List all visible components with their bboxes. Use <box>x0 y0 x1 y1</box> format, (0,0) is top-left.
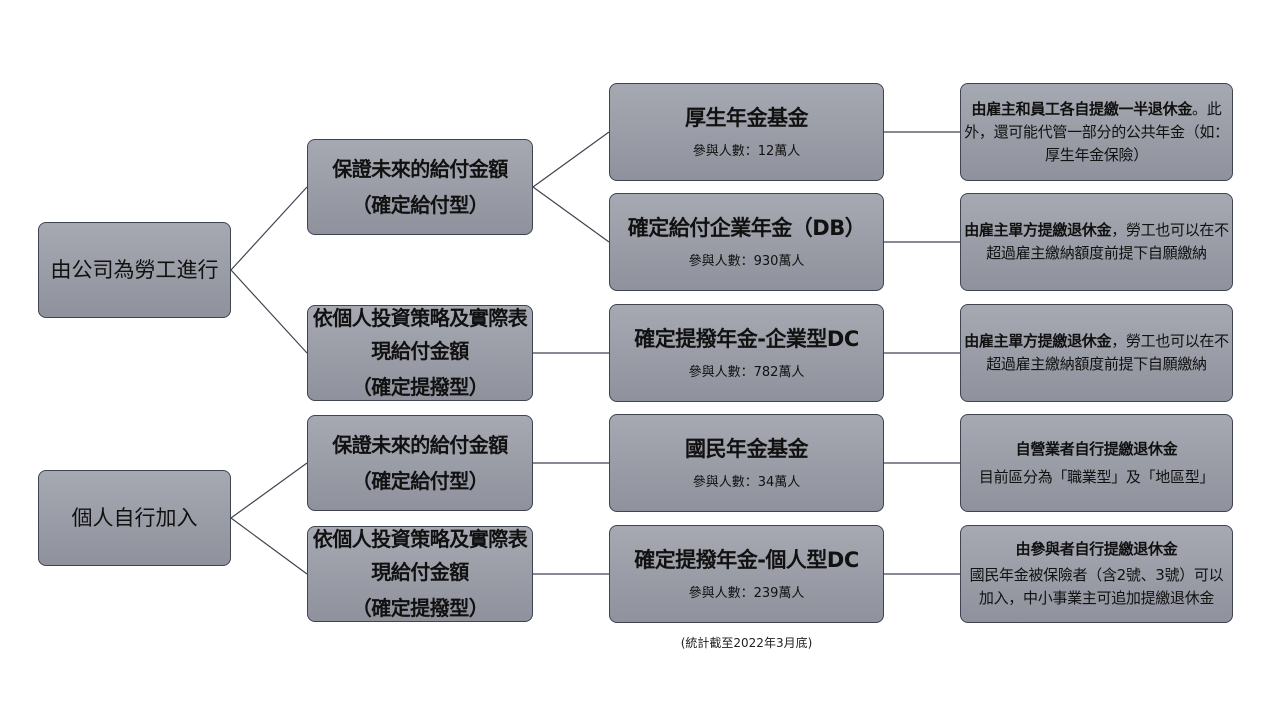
desc-body: ，勞工也可以在不超過雇主繳納額度前提下自願繳納 <box>986 221 1229 262</box>
fund-participants: 參與人數：12萬人 <box>692 143 801 159</box>
fund-node-national-pension: 國民年金基金 參與人數：34萬人 <box>609 414 884 512</box>
branch-node-db-individual: 保證未來的給付金額 （確定給付型） <box>307 415 533 511</box>
fund-title: 國民年金基金 <box>685 436 809 461</box>
desc-node-national-pension: 自營業者自行提繳退休金 目前區分為「職業型」及「地區型」 <box>960 414 1233 512</box>
branch-type: （確定給付型） <box>351 468 489 493</box>
branch-node-dc-company: 依個人投資策略及實際表現給付金額 （確定提撥型） <box>307 305 533 401</box>
desc-head: 由雇主單方提繳退休金 <box>964 332 1112 350</box>
branch-label: 依個人投資策略及實際表現給付金額 <box>312 306 528 363</box>
fund-participants: 參與人數：782萬人 <box>688 364 805 380</box>
branch-label: 保證未來的給付金額 <box>332 432 508 457</box>
connector-root2-branch4 <box>230 517 308 575</box>
fund-node-kosei: 厚生年金基金 參與人數：12萬人 <box>609 83 884 181</box>
branch-node-db-company: 保證未來的給付金額 （確定給付型） <box>307 139 533 235</box>
desc-body: 國民年金被保險者（含2號、3號）可以加入，中小事業主可追加提繳退休金 <box>969 566 1224 607</box>
fund-title: 確定提撥年金-個人型DC <box>634 547 859 572</box>
desc-node-db: 由雇主單方提繳退休金，勞工也可以在不超過雇主繳納額度前提下自願繳納 <box>960 193 1233 291</box>
fund-participants: 參與人數：930萬人 <box>688 253 805 269</box>
branch-label: 保證未來的給付金額 <box>332 156 508 181</box>
fund-participants: 參與人數：34萬人 <box>692 474 801 490</box>
desc-body: ，勞工也可以在不超過雇主繳納額度前提下自願繳納 <box>986 332 1229 373</box>
desc-text: 由雇主和員工各自提繳一半退休金。此外，還可能代管一部分的公共年金（如：厚生年金保… <box>963 98 1230 167</box>
branch-type: （確定提撥型） <box>351 596 489 620</box>
desc-text: 由雇主單方提繳退休金，勞工也可以在不超過雇主繳納額度前提下自願繳納 <box>963 330 1230 376</box>
desc-head: 由雇主和員工各自提繳一半退休金 <box>971 99 1193 118</box>
fund-node-individual-dc: 確定提撥年金-個人型DC 參與人數：239萬人 <box>609 525 884 623</box>
desc-body: 。此外，還可能代管一部分的公共年金（如：厚生年金保險） <box>964 99 1229 164</box>
root-label: 個人自行加入 <box>71 506 198 530</box>
fund-node-corporate-dc: 確定提撥年金-企業型DC 參與人數：782萬人 <box>609 304 884 402</box>
desc-node-corporate-dc: 由雇主單方提繳退休金，勞工也可以在不超過雇主繳納額度前提下自願繳納 <box>960 304 1233 402</box>
root-node-individual: 個人自行加入 <box>38 470 231 566</box>
desc-text: 由雇主單方提繳退休金，勞工也可以在不超過雇主繳納額度前提下自願繳納 <box>963 219 1230 265</box>
root-node-company: 由公司為勞工進行 <box>38 222 231 318</box>
fund-title: 確定給付企業年金（DB） <box>627 215 866 240</box>
desc-body: 目前區分為「職業型」及「地區型」 <box>978 467 1215 486</box>
connector-root1-branch2 <box>230 269 308 354</box>
connector-branch1-fund1 <box>532 131 610 188</box>
connector-root1-branch1 <box>230 186 308 271</box>
fund-node-db: 確定給付企業年金（DB） 參與人數：930萬人 <box>609 193 884 291</box>
root-label: 由公司為勞工進行 <box>50 258 219 282</box>
connector-root2-branch3 <box>230 462 308 519</box>
desc-head: 由雇主單方提繳退休金 <box>964 221 1112 239</box>
desc-node-individual-dc: 由參與者自行提繳退休金 國民年金被保險者（含2號、3號）可以加入，中小事業主可追… <box>960 525 1233 623</box>
footnote: (統計截至2022年3月底) <box>680 636 813 650</box>
connector-branch1-fund2 <box>532 186 610 243</box>
fund-participants: 參與人數：239萬人 <box>688 585 805 601</box>
branch-label: 依個人投資策略及實際表現給付金額 <box>312 527 528 584</box>
desc-head: 自營業者自行提繳退休金 <box>1015 439 1178 458</box>
desc-head: 由參與者自行提繳退休金 <box>1015 540 1178 558</box>
branch-type: （確定提撥型） <box>351 375 489 399</box>
branch-node-dc-individual: 依個人投資策略及實際表現給付金額 （確定提撥型） <box>307 526 533 622</box>
desc-node-kosei: 由雇主和員工各自提繳一半退休金。此外，還可能代管一部分的公共年金（如：厚生年金保… <box>960 83 1233 181</box>
fund-title: 確定提撥年金-企業型DC <box>634 326 859 351</box>
branch-type: （確定給付型） <box>351 192 489 217</box>
fund-title: 厚生年金基金 <box>685 105 809 130</box>
